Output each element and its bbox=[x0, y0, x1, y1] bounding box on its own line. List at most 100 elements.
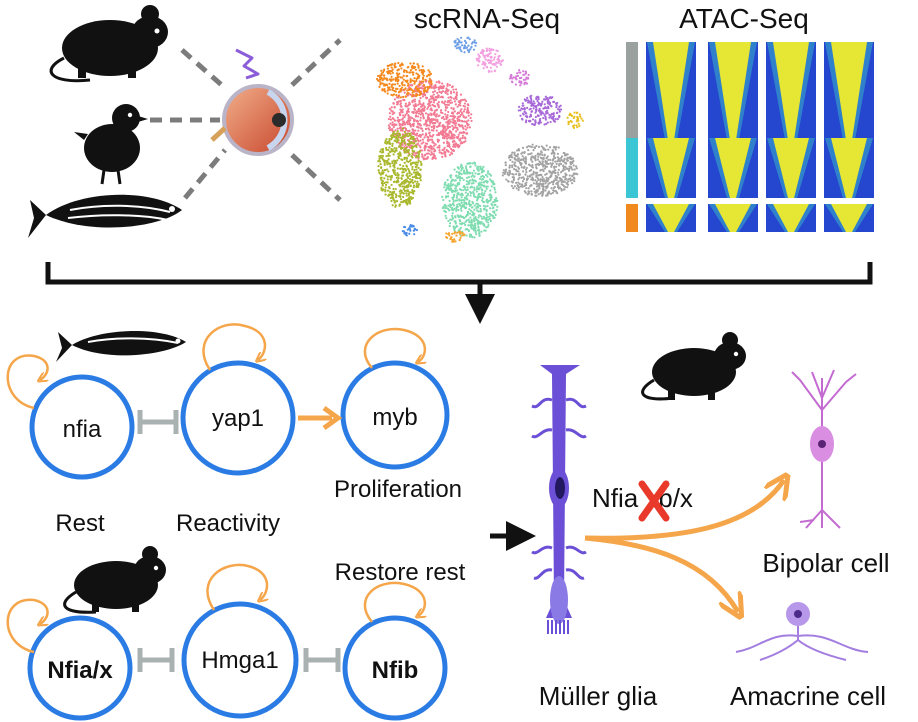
tsne-point bbox=[417, 172, 420, 175]
tsne-point bbox=[463, 102, 467, 105]
tsne-point bbox=[473, 208, 476, 211]
tsne-point bbox=[433, 85, 436, 88]
tsne-point bbox=[545, 172, 548, 175]
tsne-point bbox=[443, 131, 446, 134]
tsne-point bbox=[523, 184, 526, 188]
tsne-point bbox=[517, 188, 520, 192]
tsne-point bbox=[441, 195, 444, 198]
tsne-point bbox=[462, 234, 465, 237]
inhibit-nfib-hmga1 bbox=[303, 648, 341, 672]
tsne-point bbox=[539, 182, 542, 185]
atac-peak bbox=[653, 138, 689, 198]
tsne-point bbox=[427, 118, 431, 121]
tsne-point bbox=[522, 73, 525, 76]
tsne-point bbox=[518, 69, 521, 72]
tsne-point bbox=[444, 125, 447, 128]
tsne-point bbox=[456, 231, 459, 234]
tsne-point bbox=[469, 216, 472, 219]
tsne-point bbox=[396, 172, 399, 175]
tsne-point bbox=[419, 124, 422, 127]
tsne-point bbox=[409, 78, 412, 81]
tsne-point bbox=[452, 193, 456, 197]
tsne-point bbox=[485, 65, 489, 69]
tsne-point bbox=[519, 114, 522, 117]
tsne-point bbox=[388, 126, 392, 129]
tsne-point bbox=[412, 62, 415, 65]
tsne-point bbox=[413, 133, 416, 136]
tsne-point bbox=[390, 66, 393, 69]
tsne-point bbox=[421, 138, 425, 141]
tsne-point bbox=[450, 218, 453, 221]
tsne-point bbox=[456, 105, 459, 108]
tsne-point bbox=[469, 116, 472, 120]
tsne-point bbox=[521, 170, 525, 173]
tsne-point bbox=[518, 172, 521, 175]
tsne-point bbox=[478, 234, 481, 237]
tsne-point bbox=[421, 109, 424, 112]
tsne-point bbox=[450, 151, 453, 154]
tsne-point bbox=[473, 188, 476, 191]
tsne-point bbox=[416, 142, 420, 145]
tsne-point bbox=[476, 199, 479, 202]
tsne-point bbox=[403, 115, 406, 118]
tsne-point bbox=[485, 49, 488, 53]
tsne-point bbox=[544, 118, 547, 121]
tsne-point bbox=[572, 164, 575, 167]
tsne-point bbox=[548, 103, 551, 106]
tsne-point bbox=[432, 133, 435, 137]
tsne-point bbox=[388, 107, 391, 110]
tsne-point bbox=[418, 69, 421, 72]
tsne-point bbox=[376, 74, 380, 78]
tsne-point bbox=[444, 100, 447, 103]
tsne-point bbox=[474, 164, 477, 167]
tsne-point bbox=[494, 203, 497, 207]
tsne-point bbox=[442, 85, 445, 88]
tsne-point bbox=[381, 184, 384, 187]
tsne-point bbox=[442, 148, 445, 151]
tsne-point bbox=[462, 171, 466, 174]
tsne-point bbox=[430, 138, 434, 141]
tsne-point bbox=[421, 129, 424, 133]
tsne-point bbox=[401, 83, 404, 86]
tsne-point bbox=[408, 200, 412, 203]
tsne-point bbox=[453, 110, 456, 113]
tsne-point bbox=[445, 89, 448, 92]
tsne-point bbox=[454, 179, 457, 182]
tsne-point bbox=[407, 154, 410, 157]
tsne-point bbox=[556, 171, 560, 174]
tsne-point bbox=[430, 109, 434, 112]
tsne-point bbox=[538, 187, 541, 190]
tsne-point bbox=[551, 96, 554, 99]
tsne-point bbox=[400, 167, 404, 170]
tsne-point bbox=[406, 84, 410, 87]
tsne-point bbox=[430, 82, 433, 85]
label-proliferation: Proliferation bbox=[334, 476, 462, 503]
tsne-point bbox=[494, 53, 497, 56]
tsne-point bbox=[490, 185, 493, 188]
tsne-point bbox=[441, 124, 445, 127]
tsne-point bbox=[447, 125, 450, 128]
tsne-point bbox=[386, 175, 390, 178]
tsne-point bbox=[412, 229, 415, 232]
tsne-point bbox=[458, 119, 461, 122]
tsne-point bbox=[476, 168, 479, 171]
tsne-point bbox=[474, 223, 477, 227]
node-nfia-x: Nfia/x bbox=[27, 615, 133, 721]
tsne-point bbox=[473, 236, 476, 239]
tsne-point bbox=[482, 165, 485, 168]
tsne-point bbox=[448, 129, 451, 132]
tsne-point bbox=[380, 181, 383, 184]
tsne-point bbox=[404, 200, 407, 203]
tsne-point bbox=[488, 217, 491, 221]
tsne-point bbox=[405, 194, 408, 197]
tsne-point bbox=[411, 165, 414, 169]
tsne-point bbox=[486, 172, 489, 175]
tsne-point bbox=[440, 95, 443, 99]
tsne-point bbox=[420, 80, 423, 83]
tsne-point bbox=[457, 135, 460, 139]
atac-peak bbox=[831, 204, 867, 232]
tsne-point bbox=[530, 155, 533, 158]
tsne-point bbox=[541, 100, 544, 103]
tsne-point bbox=[409, 83, 412, 87]
tsne-point bbox=[575, 165, 578, 168]
